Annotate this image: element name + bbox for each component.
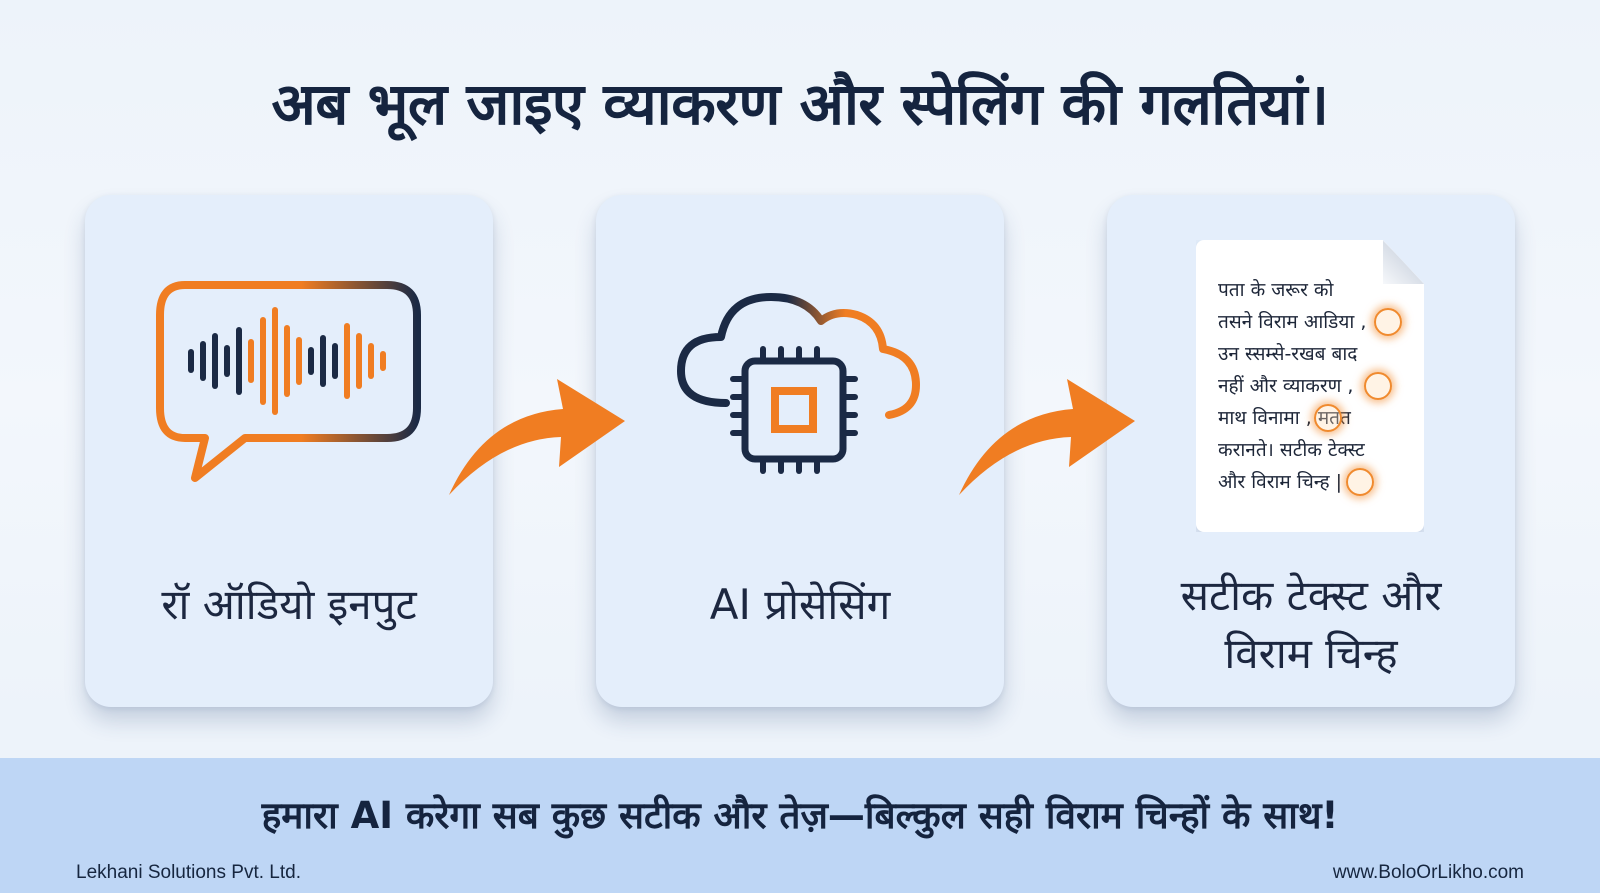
company-name: Lekhani Solutions Pvt. Ltd. [76, 862, 301, 883]
step-card-ai-processing: AI प्रोसेसिंग [596, 195, 1004, 707]
arrow-right-icon [449, 379, 625, 495]
arrow-right-icon [959, 379, 1135, 495]
document-line: और विराम चिन्ह | [1218, 471, 1343, 493]
document-line: उन स्सम्से-रखब बाद [1218, 343, 1358, 365]
punctuation-highlight [1374, 308, 1402, 336]
document-line: करानते। सटीक टेक्स्ट [1218, 439, 1365, 461]
document-line: पता के जरूर को [1218, 279, 1334, 301]
website-link[interactable]: www.BoloOrLikho.com [1332, 862, 1524, 883]
audio-speech-bubble-icon [156, 281, 421, 482]
cloud-chip-icon [677, 293, 920, 474]
step-label-ai-processing: AI प्रोसेसिंग [709, 580, 891, 629]
document-fold [1383, 240, 1424, 284]
step-label-accurate-text: सटीक टेक्स्ट और विराम चिन्ह [1180, 571, 1442, 678]
document-line: तसने विराम आडिया , [1218, 311, 1367, 333]
punctuation-highlight [1364, 372, 1392, 400]
step-card-audio-input: रॉ ऑडियो इनपुट [85, 195, 493, 707]
document-line: नहीं और व्याकरण , [1218, 375, 1354, 397]
page-title: अब भूल जाइए व्याकरण और स्पेलिंग की गलतिय… [271, 70, 1329, 138]
document-icon: पता के जरूर को तसने विराम आडिया , उन स्स… [1196, 240, 1424, 532]
step-label-audio-input: रॉ ऑडियो इनपुट [161, 580, 417, 629]
bottom-banner: हमारा AI करेगा सब कुछ सटीक और तेज़—बिल्क… [0, 758, 1600, 893]
punctuation-highlight [1346, 468, 1374, 496]
banner-tagline: हमारा AI करेगा सब कुछ सटीक और तेज़—बिल्क… [261, 794, 1339, 837]
punctuation-highlight [1314, 404, 1342, 432]
step-card-accurate-text: पता के जरूर को तसने विराम आडिया , उन स्स… [1107, 195, 1515, 707]
